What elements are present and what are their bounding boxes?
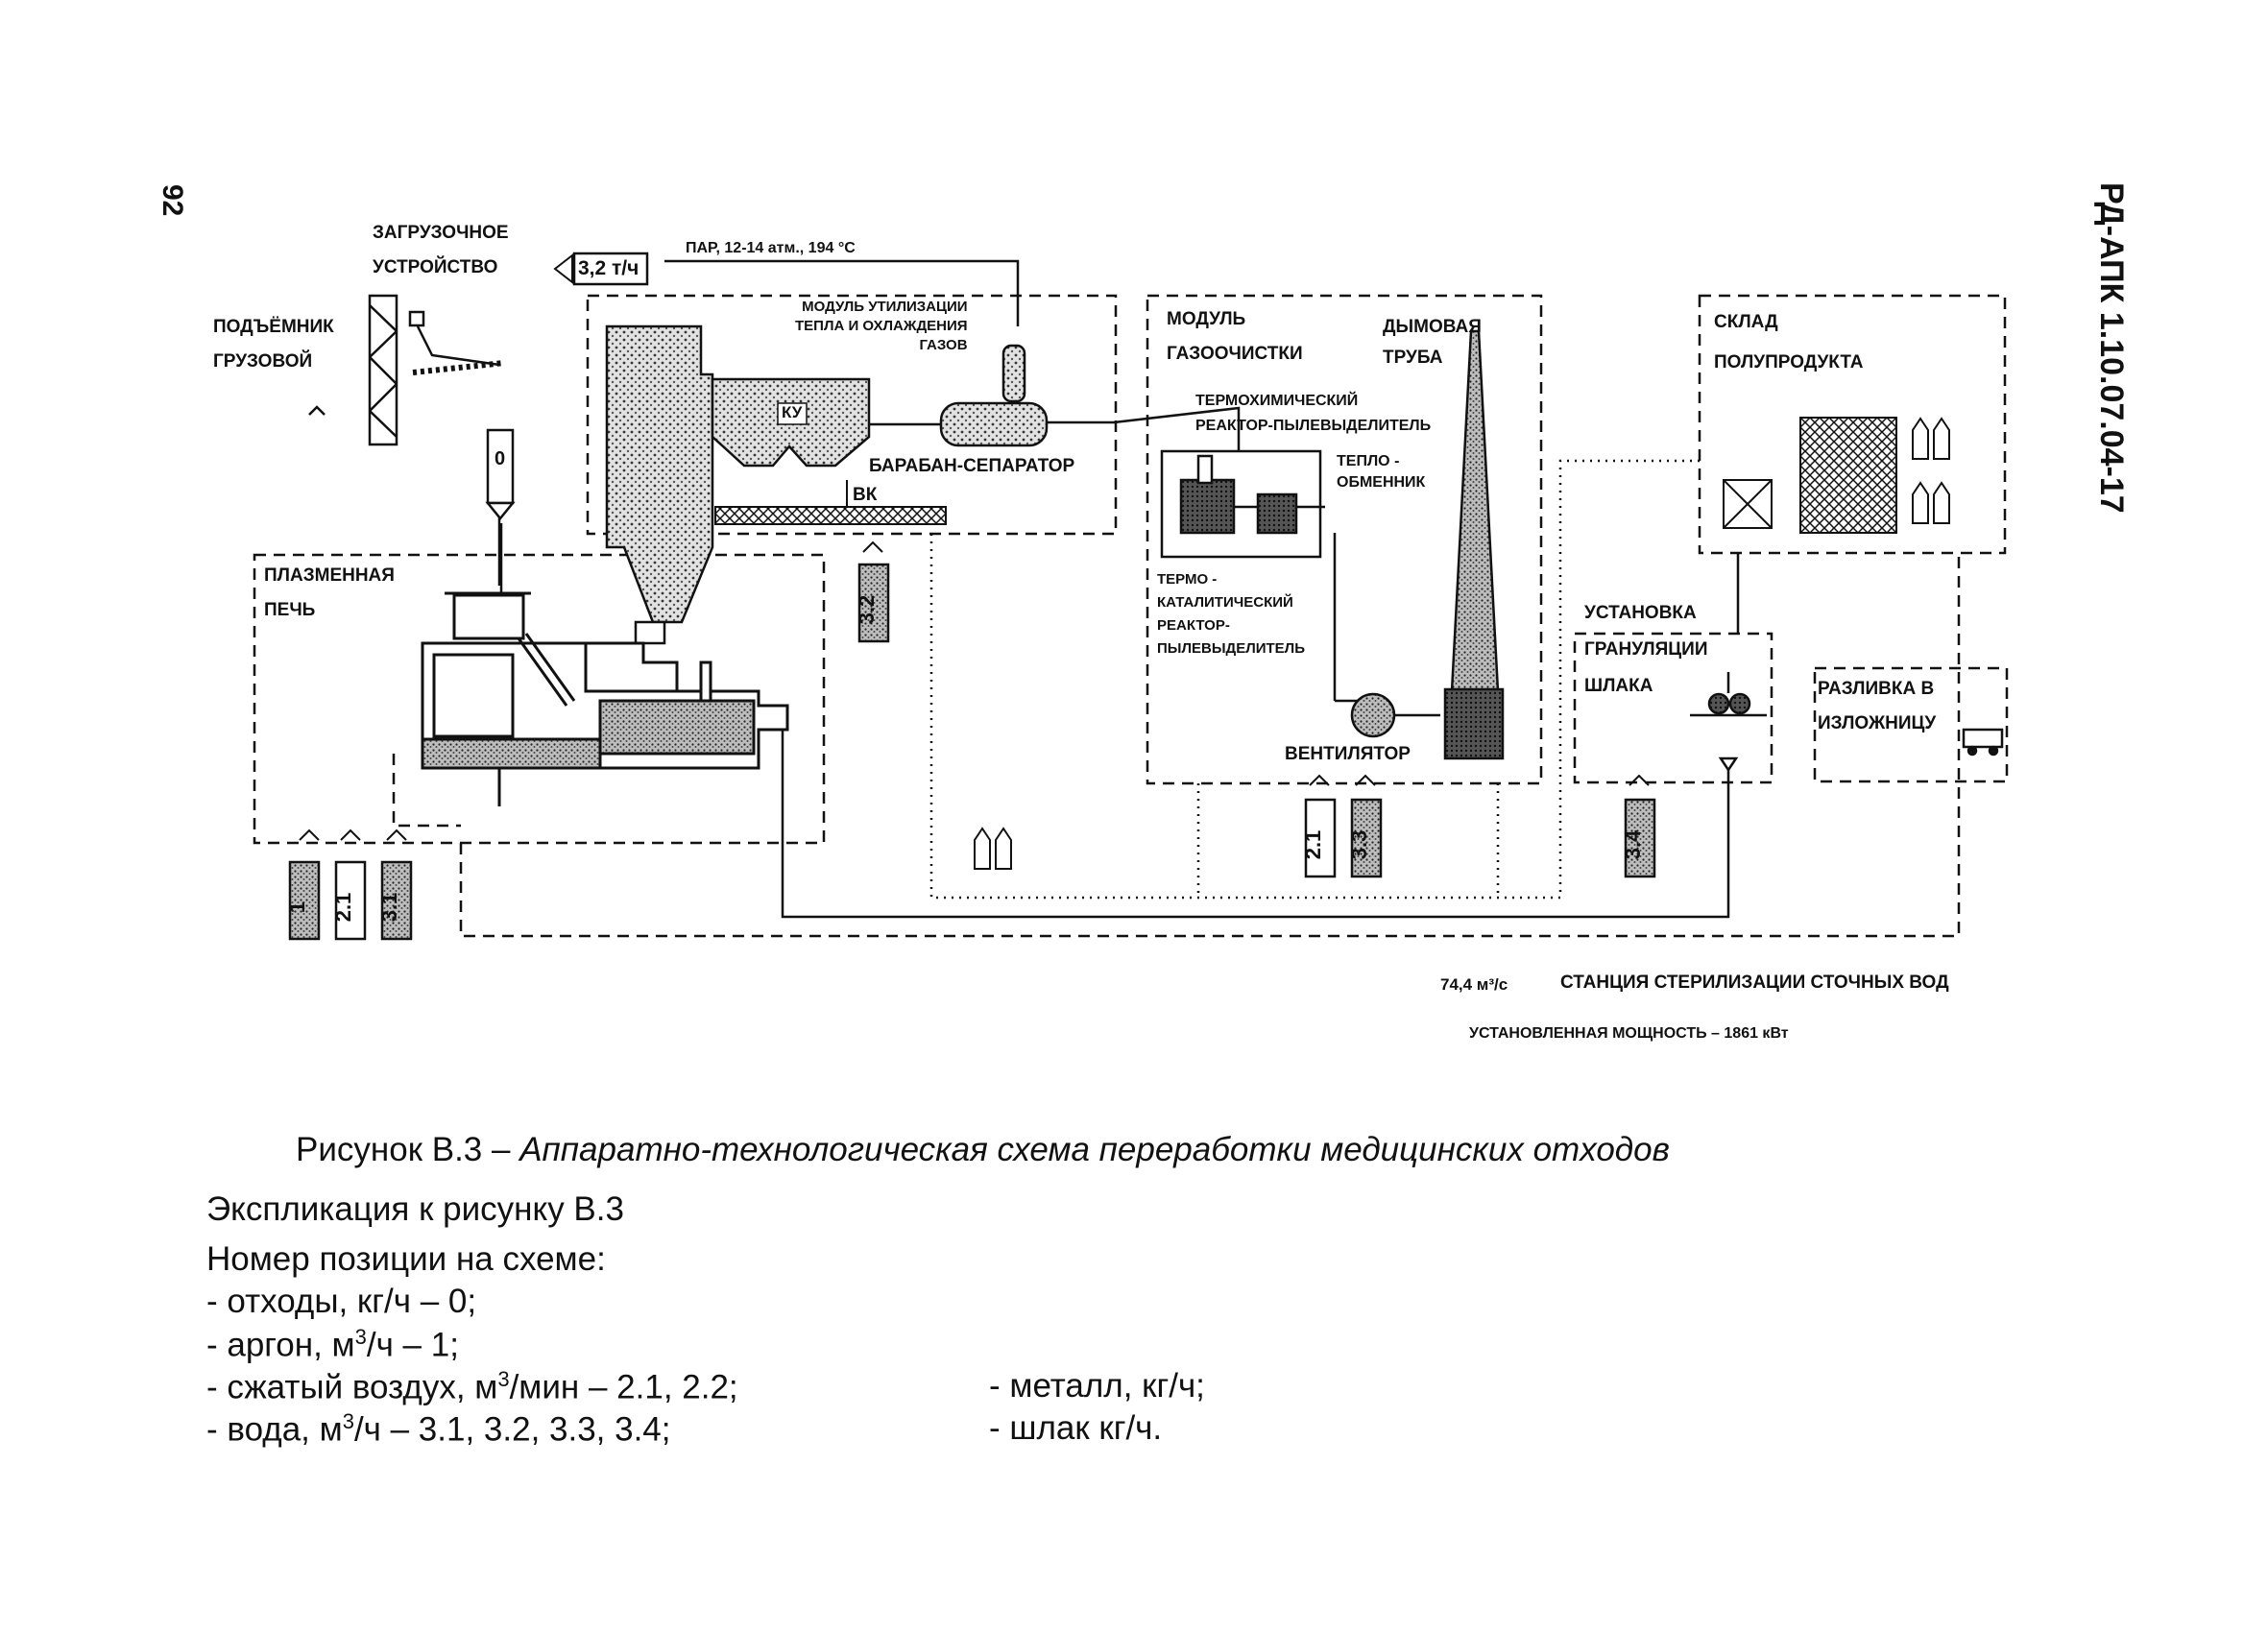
cylinder-3-1: 3.1	[377, 829, 413, 941]
label-drum-separator: БАРАБАН-СЕПАРАТОР	[869, 456, 1075, 476]
legend-item-slag: - шлак кг/ч.	[989, 1409, 1163, 1447]
label-vk: ВК	[853, 485, 878, 505]
label-heat-exchanger: ТЕПЛО -ОБМЕННИК	[1337, 453, 1426, 491]
svg-text:1: 1	[285, 901, 309, 913]
module-frames	[253, 294, 2009, 938]
figure-caption: Рисунок В.3 – Аппаратно-технологическая …	[296, 1131, 1670, 1168]
heat-module-frame	[586, 294, 1118, 536]
fan	[1350, 692, 1440, 738]
label-ku: КУ	[782, 403, 803, 421]
svg-text:3.4: 3.4	[1621, 829, 1645, 859]
granulation-frame	[1573, 632, 1773, 784]
warehouse-frame	[1698, 294, 2007, 555]
cylinder-3-3: 3.3	[1347, 774, 1383, 878]
svg-text:3.2: 3.2	[855, 595, 879, 625]
svg-text:3.1: 3.1	[377, 893, 401, 923]
cylinder-3-2: 3.2	[855, 540, 890, 643]
vk-conveyor	[714, 506, 947, 525]
lift	[308, 294, 505, 446]
figure-title: Аппаратно-технологическая схема перерабо…	[519, 1131, 1670, 1168]
drum-separator	[869, 344, 1049, 447]
legend-item-air: - сжатый воздух, м3/мин – 2.1, 2.2;	[206, 1367, 738, 1406]
furnace	[421, 591, 789, 806]
dotted-lines	[929, 459, 1700, 900]
label-flow-rate: 74,4 м³/с	[1440, 975, 1508, 994]
gas-cleaning-reactors	[1160, 449, 1325, 559]
label-steam-params: ПАР, 12-14 атм., 194 °С	[686, 240, 856, 256]
svg-text:3.3: 3.3	[1347, 830, 1371, 860]
return-line	[392, 754, 461, 828]
cylinder-2-1-furnace: 2.1	[331, 829, 367, 941]
label-fan: ВЕНТИЛЯТОР	[1285, 744, 1411, 764]
chimney	[1443, 329, 1505, 760]
furnace-frame	[253, 553, 826, 845]
legend-item-water: - вода, м3/ч – 3.1, 3.2, 3.3, 3.4;	[206, 1409, 671, 1449]
svg-text:2.1: 2.1	[331, 893, 355, 923]
cylinder-3-4: 3.4	[1621, 774, 1656, 878]
label-installed-power: УСТАНОВЛЕННАЯ МОЩНОСТЬ – 1861 кВт	[1469, 1025, 1789, 1042]
legend-heading: Экспликация к рисунку В.3	[206, 1190, 624, 1228]
waste-hopper	[485, 428, 516, 520]
granulation-equipment	[1690, 672, 2004, 773]
label-wastewater-station: СТАНЦИЯ СТЕРИЛИЗАЦИИ СТОЧНЫХ ВОД	[1560, 973, 1949, 993]
casting-frame	[1813, 666, 2009, 783]
cyclone-column	[605, 324, 871, 645]
legend-item-metal: - металл, кг/ч;	[989, 1367, 1205, 1405]
ku-tag	[777, 402, 808, 425]
gas-module-frame	[1146, 294, 1543, 785]
wastewater-line	[459, 553, 1961, 938]
cylinder-2-1-gas: 2.1	[1301, 774, 1337, 878]
svg-text:2.1: 2.1	[1301, 830, 1325, 860]
warehouse-contents	[1723, 417, 1950, 534]
label-steam-flow: 3,2 т/ч	[578, 257, 639, 279]
legend-subheading: Номер позиции на схеме:	[206, 1240, 606, 1278]
sack-icon	[974, 827, 1012, 870]
legend-item-argon: - аргон, м3/ч – 1;	[206, 1325, 459, 1364]
cylinder-1: 1	[285, 829, 321, 941]
label-waste-position: 0	[495, 448, 506, 469]
legend-item-waste: - отходы, кг/ч – 0;	[206, 1283, 477, 1320]
steam-output	[553, 252, 649, 286]
